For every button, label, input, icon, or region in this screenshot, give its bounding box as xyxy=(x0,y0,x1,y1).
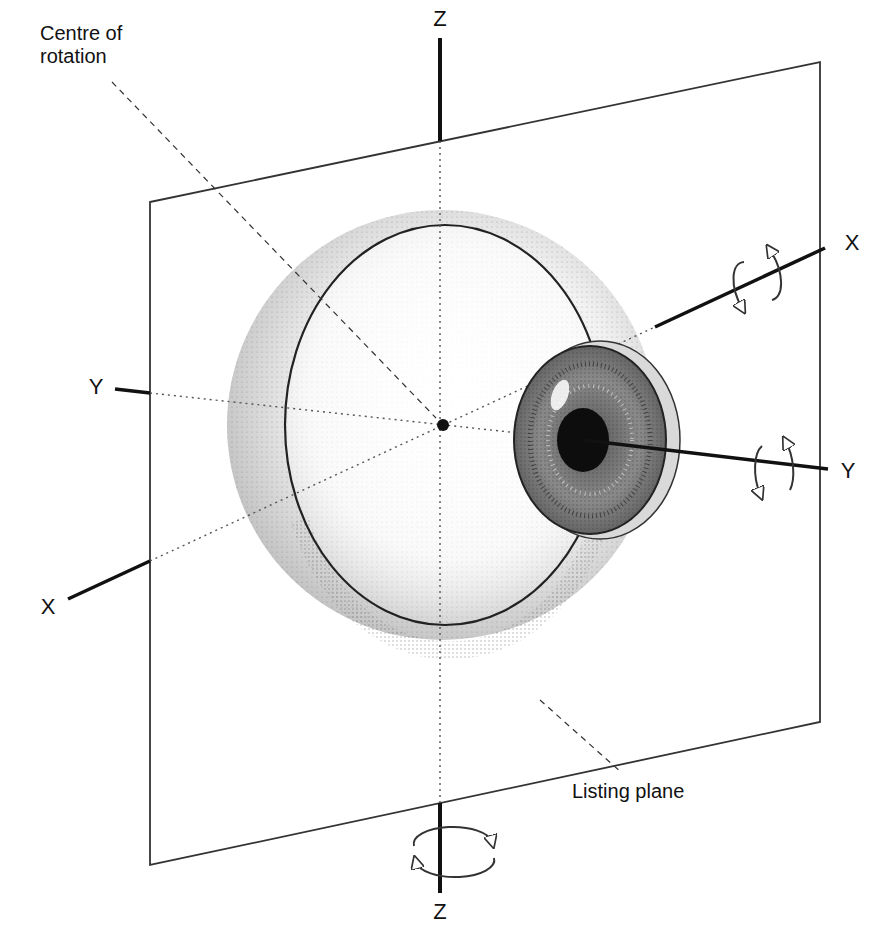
equator-shadow xyxy=(300,520,600,650)
z-axis xyxy=(438,38,442,141)
listing-plane xyxy=(150,62,820,865)
leader-line xyxy=(540,700,622,773)
callout-label: Listing plane xyxy=(572,780,684,803)
z-axis xyxy=(438,803,442,893)
rotation-arrow-z xyxy=(414,827,495,877)
z-axis-hidden xyxy=(439,141,440,803)
y-axis xyxy=(115,389,150,393)
axis-label: X xyxy=(41,595,56,618)
centre-dot xyxy=(437,419,449,431)
eyeball-stipple xyxy=(227,210,657,640)
corneal-highlight xyxy=(547,377,573,413)
x-axis xyxy=(68,561,150,599)
rotation-arrow-y xyxy=(755,442,793,494)
rotation-arrow-x xyxy=(733,250,781,308)
leader-line xyxy=(112,82,436,418)
axis-label: Z xyxy=(433,7,446,30)
axis-label: X xyxy=(845,231,860,254)
x-axis xyxy=(655,248,825,327)
callout-label: Centre of rotation xyxy=(40,22,150,68)
axis-label: Z xyxy=(433,900,446,923)
axis-label: Y xyxy=(841,459,856,482)
axis-label: Y xyxy=(89,375,104,398)
eyeball-sphere xyxy=(227,210,657,640)
